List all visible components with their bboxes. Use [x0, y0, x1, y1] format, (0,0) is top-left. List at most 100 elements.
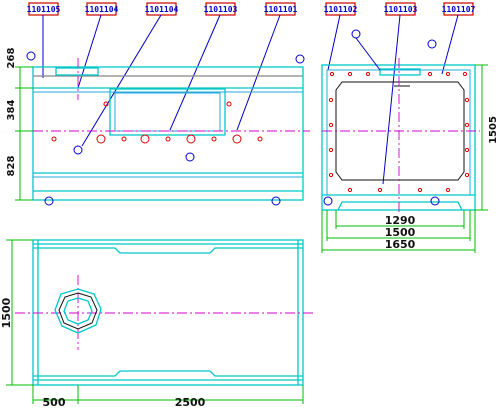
bolt-hole: [377, 187, 383, 193]
bolt-hole: [140, 134, 150, 144]
tag-text: 1101105: [27, 5, 61, 14]
tag-text: 1101102: [324, 5, 358, 14]
tag-5: 1101101: [264, 2, 298, 16]
tag-box: [205, 2, 236, 16]
bolt-hole: [417, 187, 423, 193]
dim-500: 500: [43, 396, 66, 408]
leader-line: [355, 37, 381, 71]
bolt-hole: [257, 136, 263, 142]
tag-4: 1101103: [204, 2, 238, 16]
tag-1: 1101105: [27, 2, 61, 16]
leader-marker: [430, 196, 440, 206]
bolt-hole: [328, 147, 334, 153]
dim-268: 268: [6, 48, 17, 69]
tag-box: [86, 2, 117, 16]
dim-1500: 1500: [385, 226, 416, 239]
tag-box: [325, 2, 356, 16]
bolt-hole: [328, 172, 334, 178]
side-view: 1505 1290 1500 1650: [321, 29, 499, 253]
bolt-hole: [464, 147, 470, 153]
plan-view: 1500 500 2500: [0, 239, 315, 408]
dim-1505: 1505: [488, 116, 499, 144]
front-top-nozzle: [55, 67, 99, 76]
leader-marker: [44, 196, 54, 206]
side-top-nozzle: [379, 68, 421, 76]
dim-2500: 2500: [175, 396, 206, 408]
bolt-hole: [329, 71, 335, 77]
front-window: [109, 88, 226, 136]
dim-384: 384: [6, 100, 17, 121]
tag-text: 1101107: [442, 5, 476, 14]
tag-box: [265, 2, 296, 16]
leader-line: [327, 14, 341, 71]
dim-plan-1500: 1500: [0, 297, 13, 328]
tag-6: 1101102: [324, 2, 358, 16]
tag-text: 1101104: [85, 5, 119, 14]
plan-outline: [32, 239, 304, 386]
tag-box: [146, 2, 177, 16]
bolt-holes: [51, 101, 263, 144]
bolt-hole: [445, 187, 451, 193]
tag-box: [443, 2, 474, 16]
leader-line: [236, 14, 281, 131]
dim-1290: 1290: [385, 214, 416, 227]
bolt-hole: [464, 172, 470, 178]
leader-line: [77, 14, 102, 89]
tag-text: 1101104: [145, 5, 179, 14]
leader-marker: [351, 29, 361, 39]
bolt-hole: [347, 187, 353, 193]
bolt-hole: [445, 71, 451, 77]
bolt-hole: [462, 71, 468, 77]
bolt-hole: [186, 134, 196, 144]
bolt-hole: [464, 97, 470, 103]
bolt-hole: [103, 101, 109, 107]
side-bolt-holes: [328, 71, 470, 193]
bolt-hole: [121, 136, 127, 142]
bolt-hole: [232, 134, 242, 144]
side-foot: [337, 201, 463, 211]
side-opening: [335, 81, 465, 181]
side-inner-frame: [326, 69, 471, 196]
tag-8: 1101107: [442, 2, 476, 16]
front-window-inner: [114, 92, 221, 132]
leader-marker: [427, 39, 437, 49]
leader-line: [441, 14, 459, 75]
dim-1650: 1650: [385, 238, 416, 251]
bolt-hole: [347, 71, 353, 77]
dim-828: 828: [6, 156, 17, 177]
tag-text: 1101101: [264, 5, 298, 14]
plan-top-rail: [33, 243, 303, 254]
leader-marker: [295, 54, 305, 64]
tag-box: [385, 2, 416, 16]
bolt-hole: [464, 122, 470, 128]
plan-bottom-rail: [33, 370, 303, 381]
leader-lines: [42, 14, 459, 185]
bolt-hole: [51, 136, 57, 142]
tag-2: 1101104: [85, 2, 119, 16]
front-outline: [32, 66, 304, 201]
nozzle-inner: [63, 297, 93, 325]
leader-marker: [323, 196, 333, 206]
side-outline: [321, 64, 476, 211]
tag-text: 1101103: [204, 5, 238, 14]
tag-3: 1101104: [145, 2, 179, 16]
bolt-hole: [328, 122, 334, 128]
bolt-hole: [96, 134, 106, 144]
bolt-hole: [427, 71, 433, 77]
nozzle-middle: [58, 292, 98, 330]
leader-marker: [185, 152, 195, 162]
bolt-hole: [365, 71, 371, 77]
leader-line: [382, 14, 401, 185]
bolt-hole: [226, 101, 232, 107]
front-view: 268 384 828: [6, 48, 310, 206]
leader-marker: [26, 51, 36, 61]
plan-nozzle: [54, 288, 102, 334]
nozzle-outer: [54, 288, 102, 334]
tag-7: 1101103: [384, 2, 418, 16]
bolt-hole: [165, 136, 171, 142]
tag-text: 1101103: [384, 5, 418, 14]
leader-marker: [271, 196, 281, 206]
bolt-hole: [328, 97, 334, 103]
